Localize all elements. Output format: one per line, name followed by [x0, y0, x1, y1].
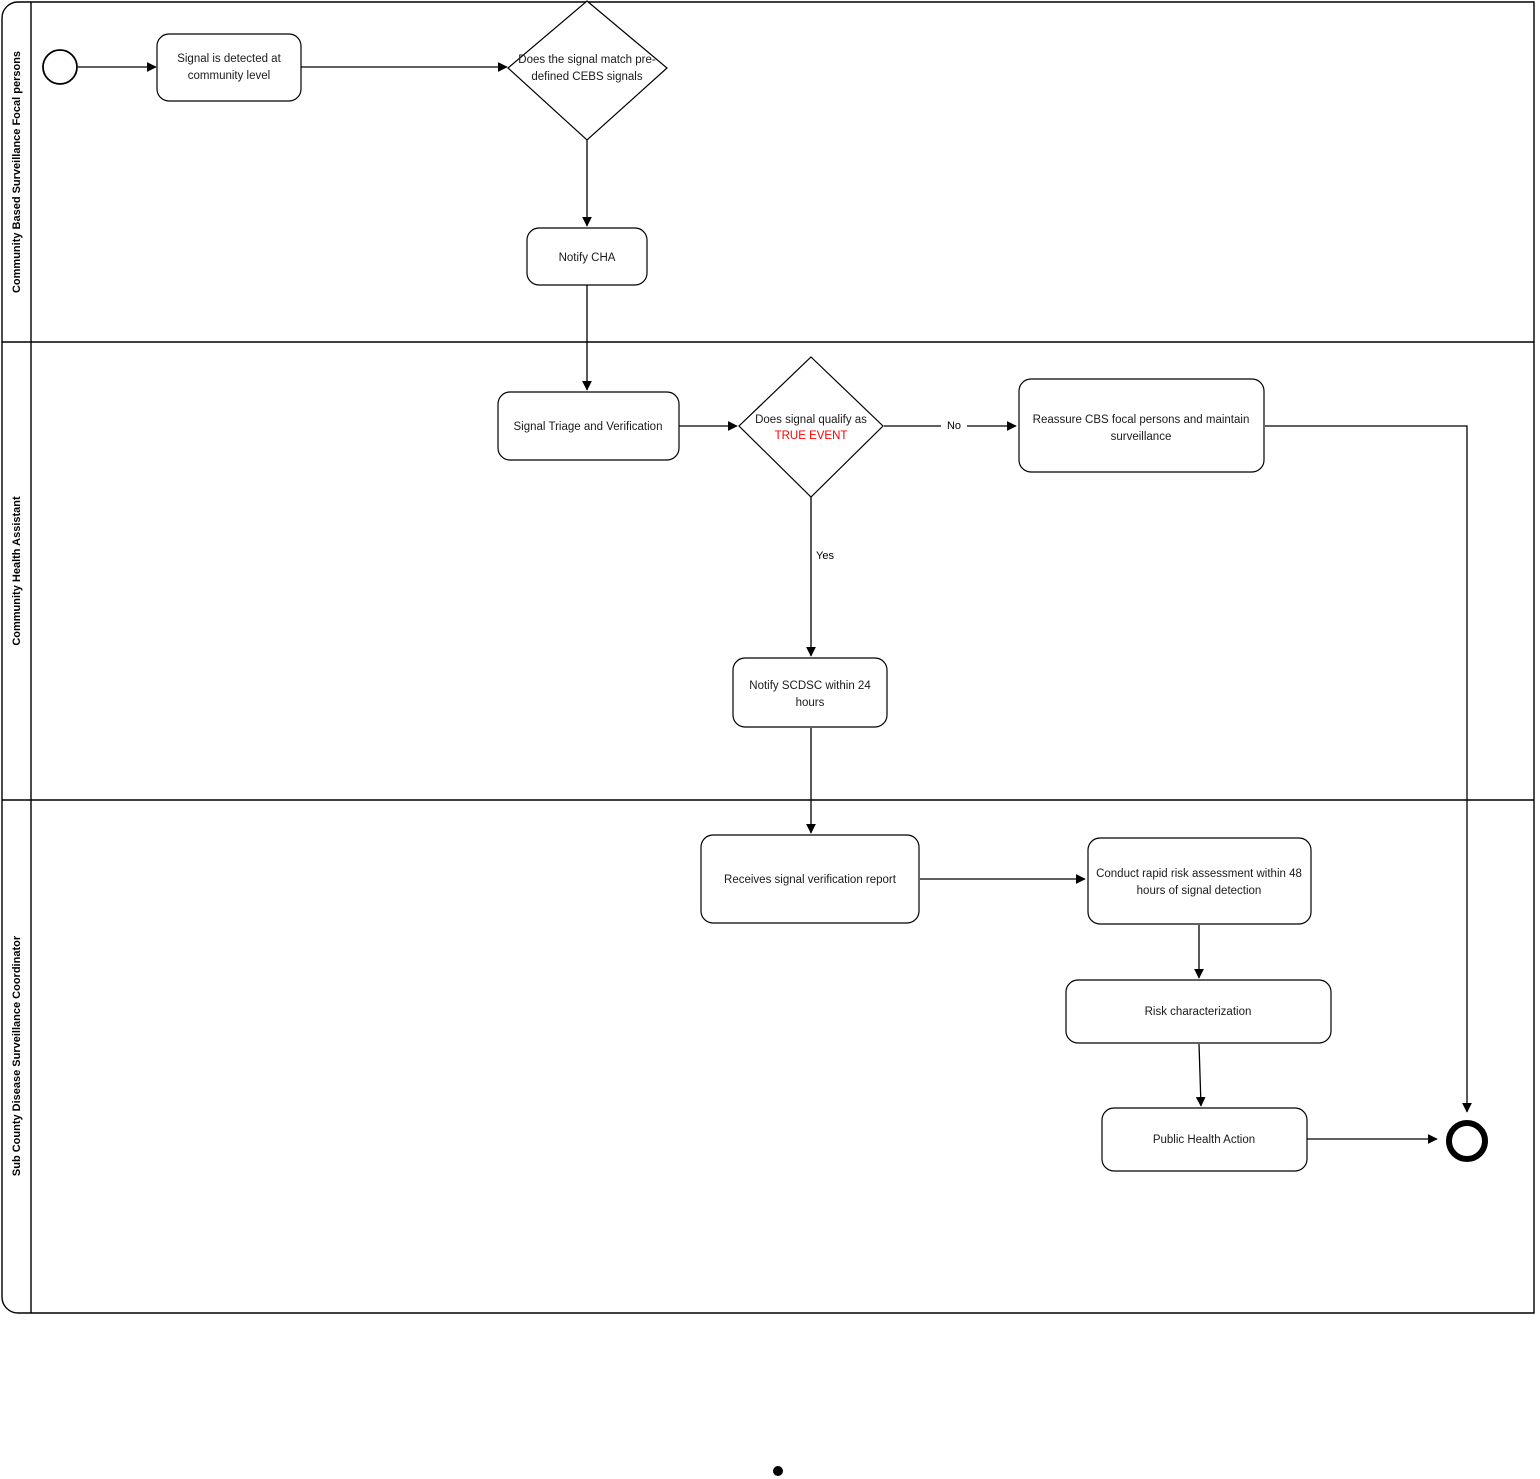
node-match-gateway-label-line2: defined CEBS signals	[531, 71, 642, 83]
sequence-flows	[78, 62, 1472, 1144]
node-true-event-gateway[interactable]: Does signal qualify as TRUE EVENT	[738, 356, 884, 498]
node-end-event[interactable]	[1446, 1120, 1488, 1162]
flow-label-no: No	[947, 420, 961, 432]
flow-reassure-to-end-event	[1265, 425, 1472, 1113]
lane-labels: Community Based Surveillance Focal perso…	[11, 51, 23, 1176]
node-reassure-label-line2: surveillance	[1111, 431, 1172, 443]
node-risk-characterization[interactable]: Risk characterization	[1065, 979, 1332, 1044]
node-true-event-gateway-label-line1: Does signal qualify as	[755, 414, 867, 426]
node-rapid-risk[interactable]: Conduct rapid risk assessment within 48 …	[1087, 837, 1312, 925]
node-match-gateway[interactable]: Does the signal match pre- defined CEBS …	[507, 0, 668, 141]
node-notify-scdsc-label-line1: Notify SCDSC within 24	[749, 680, 871, 692]
flow-risk-characterization-to-public-health-action	[1195, 1043, 1206, 1107]
node-signal-detected-label-line1: Signal is detected at	[177, 53, 281, 65]
node-receives-report-label: Receives signal verification report	[724, 874, 897, 886]
node-notify-cha[interactable]: Notify CHA	[526, 227, 648, 286]
lane-label-community-based-surveillance: Community Based Surveillance Focal perso…	[11, 51, 23, 293]
node-signal-detected-label-line2: community level	[188, 70, 270, 82]
node-reassure-label-line1: Reassure CBS focal persons and maintain	[1033, 414, 1250, 426]
flow-labels: No Yes	[816, 417, 967, 562]
node-rapid-risk-label-line1: Conduct rapid risk assessment within 48	[1096, 868, 1302, 880]
node-notify-scdsc[interactable]: Notify SCDSC within 24 hours	[732, 657, 888, 728]
node-public-health-action-label: Public Health Action	[1153, 1134, 1255, 1146]
node-true-event-gateway-label-line2: TRUE EVENT	[775, 430, 848, 442]
node-signal-triage[interactable]: Signal Triage and Verification	[497, 391, 680, 461]
node-reassure[interactable]: Reassure CBS focal persons and maintain …	[1018, 378, 1265, 473]
node-match-gateway-label-line1: Does the signal match pre-	[518, 54, 656, 66]
node-notify-cha-label: Notify CHA	[559, 252, 616, 264]
lane-label-sub-county-disease-surveillance-coordinator: Sub County Disease Surveillance Coordina…	[11, 935, 23, 1176]
node-receives-report[interactable]: Receives signal verification report	[700, 834, 920, 924]
node-signal-triage-label: Signal Triage and Verification	[514, 421, 663, 433]
node-risk-characterization-label: Risk characterization	[1145, 1006, 1252, 1018]
flow-label-yes: Yes	[816, 550, 834, 562]
lane-label-community-health-assistant: Community Health Assistant	[11, 496, 23, 646]
page-marker-dot	[773, 1466, 783, 1476]
node-start-event[interactable]	[42, 49, 78, 85]
node-public-health-action[interactable]: Public Health Action	[1101, 1107, 1308, 1172]
pool-outline	[1, 1, 1535, 1314]
node-signal-detected[interactable]: Signal is detected at community level	[156, 33, 302, 102]
node-notify-scdsc-label-line2: hours	[796, 697, 825, 709]
node-rapid-risk-label-line2: hours of signal detection	[1137, 885, 1262, 897]
